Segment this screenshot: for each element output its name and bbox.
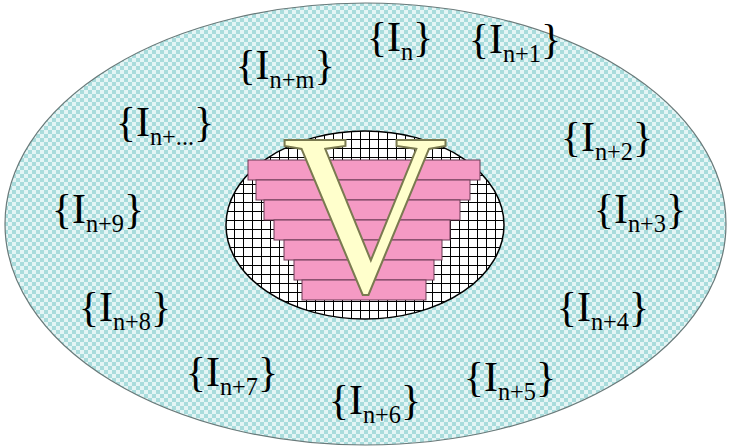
subscript: n+9 [86, 210, 124, 237]
subscript: n+4 [591, 308, 629, 335]
subscript: n+m [270, 66, 315, 93]
set-label: {In+7} [186, 351, 278, 399]
set-label: {In+9} [52, 188, 144, 236]
set-label: {In+2} [561, 116, 653, 164]
subscript: n+2 [595, 138, 633, 165]
subscript: n+3 [628, 210, 666, 237]
set-label: {In+m} [235, 44, 334, 92]
subscript: n+6 [363, 401, 401, 428]
subscript: n+7 [220, 373, 258, 400]
subscript: n+... [150, 123, 194, 150]
subscript: n [401, 38, 413, 65]
set-label: {In} [367, 16, 434, 64]
set-label: {In+8} [79, 286, 171, 334]
set-label: {In+...} [116, 101, 215, 149]
set-label: {In+5} [464, 356, 556, 404]
subscript: n+8 [113, 308, 151, 335]
inner-region: V [225, 130, 505, 320]
subscript: n+1 [503, 40, 541, 67]
v-letter: V [282, 100, 448, 330]
set-label: {In+1} [469, 18, 561, 66]
set-label: {In+6} [329, 379, 421, 427]
set-label: {In+4} [557, 286, 649, 334]
outer-region: {In} {In+1} {In+2} {In+3} {In+4}{In+5} {In+6}… [4, 2, 727, 446]
subscript: n+5 [498, 378, 536, 405]
set-label: {In+3} [594, 188, 686, 236]
